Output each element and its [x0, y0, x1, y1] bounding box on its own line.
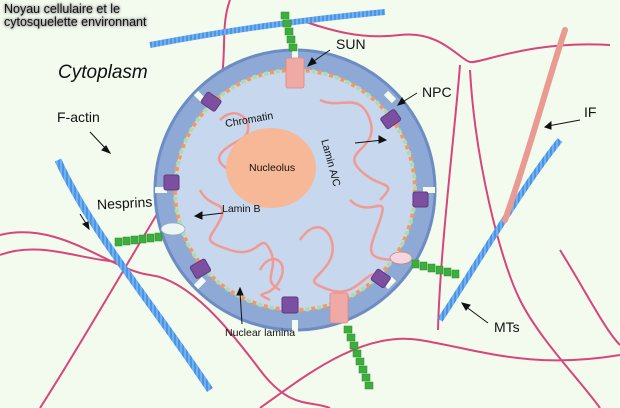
nesprin-anchor-left [160, 222, 186, 236]
cytoplasm-label: Cytoplasm [58, 62, 148, 83]
title-line-2: cytosquelette environnant [4, 15, 147, 29]
diagram-title: Noyau cellulaire et le cytosquelette env… [4, 3, 146, 29]
if-label: IF [584, 104, 597, 120]
sun-label: SUN [336, 36, 366, 52]
nesprins-label: Nesprins [96, 193, 153, 213]
chromatin [198, 98, 401, 302]
microtubules [54, 9, 563, 392]
nesprin-anchor-right [389, 251, 413, 265]
mts-label: MTs [494, 319, 520, 335]
f-actin-label: F-actin [57, 109, 100, 125]
lamin-b-label: Lamin B [222, 203, 261, 215]
label-arrows [79, 49, 581, 325]
nucleolus [226, 128, 316, 208]
title-line-1: Noyau cellulaire et le [4, 2, 121, 16]
sun-proteins [285, 57, 349, 324]
nuclear-pore-complexes [163, 91, 429, 314]
npc-label: NPC [422, 84, 452, 100]
nucleolus-label: Nucleolus [249, 162, 296, 174]
nesprins [114, 11, 460, 390]
intermediate-filament [502, 27, 568, 223]
nuclear-lamina-label: Nuclear lamina [225, 327, 296, 339]
